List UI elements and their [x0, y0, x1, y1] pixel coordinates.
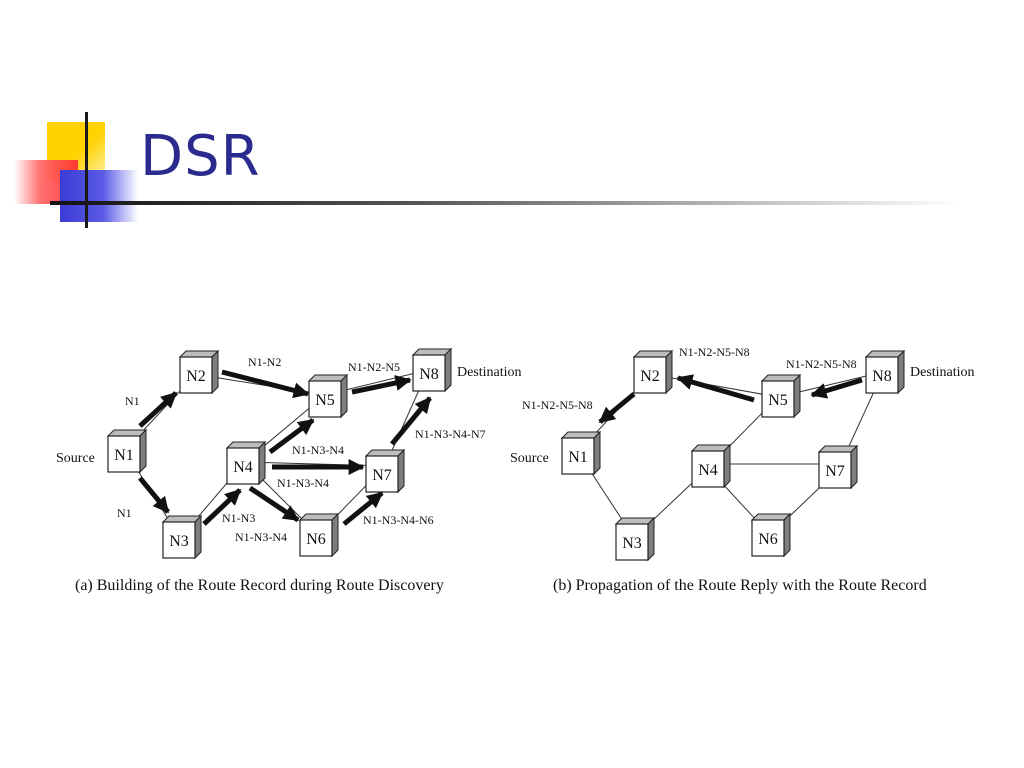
arrow-n2-n5 — [221, 369, 310, 399]
node-a-n3-label: N3 — [169, 533, 189, 550]
arrow-n6-n7 — [342, 491, 384, 526]
node-a-n6-label: N6 — [306, 531, 326, 548]
edge-label-a-n4-n7: N1-N3-N4 — [277, 476, 329, 490]
node-a-n5-label: N5 — [315, 392, 335, 409]
edge-label-b-n8-n5: N1-N2-N5-N8 — [786, 357, 857, 371]
node-b-n2: N2 — [632, 349, 674, 395]
arrow-n5-n8 — [351, 375, 412, 395]
node-a-n2-label: N2 — [186, 368, 206, 385]
node-b-n6: N6 — [750, 512, 792, 558]
node-a-n1: N1 — [106, 428, 148, 474]
edge-label-a-n5-n8: N1-N2-N5 — [348, 360, 400, 374]
arrow-b-n8-n5 — [810, 377, 863, 399]
node-b-n5-label: N5 — [768, 392, 788, 409]
arrow-b-n5-n2 — [676, 374, 755, 403]
diagram-b: N1 N2 N3 N4 — [510, 345, 975, 594]
diagram-b-labels: Source Destination N1-N2-N5-N8 N1-N2-N5-… — [510, 345, 975, 466]
node-a-n8-label: N8 — [419, 366, 439, 383]
node-a-n8: N8 — [411, 347, 453, 393]
slide-title: DSR — [140, 124, 261, 189]
arrow-n3-n4 — [202, 488, 242, 526]
diagram-a-labels: Source Destination N1 N1 N1-N2 N1-N2-N5 … — [56, 355, 522, 544]
node-a-n7-label: N7 — [372, 467, 392, 484]
diagram-a-nodes: N1 N2 N3 N4 — [106, 347, 453, 560]
arrow-n4-n6 — [248, 485, 300, 523]
node-a-n6: N6 — [298, 512, 340, 558]
node-a-n5: N5 — [307, 373, 349, 419]
diagram-b-nodes: N1 N2 N3 N4 — [560, 349, 906, 562]
edge-label-b-n2-n1: N1-N2-N5-N8 — [522, 398, 593, 412]
node-b-n2-label: N2 — [640, 368, 660, 385]
edge-label-a-n4-n5: N1-N3-N4 — [292, 443, 344, 457]
node-b-n7: N7 — [817, 444, 859, 490]
title-decoration-vertical-line — [85, 112, 88, 228]
node-b-n4-label: N4 — [698, 462, 718, 479]
edge-label-a-n4-n6: N1-N3-N4 — [235, 530, 287, 544]
node-b-n8: N8 — [864, 349, 906, 395]
caption-b: (b) Propagation of the Route Reply with … — [553, 577, 927, 594]
arrow-n4-n5 — [268, 417, 315, 455]
node-a-n4-label: N4 — [233, 459, 253, 476]
edge-label-a-n1-n3: N1 — [117, 506, 132, 520]
node-b-n8-label: N8 — [872, 368, 892, 385]
caption-a: (a) Building of the Route Record during … — [75, 577, 444, 594]
source-label-b: Source — [510, 451, 549, 466]
node-a-n7: N7 — [364, 448, 406, 494]
diagram-a: N1 N2 N3 N4 — [56, 347, 522, 594]
node-b-n3: N3 — [614, 516, 656, 562]
arrow-n7-n8 — [390, 396, 432, 446]
edge-label-a-n3-n4: N1-N3 — [222, 511, 255, 525]
title-underline — [50, 201, 964, 205]
diagram-b-arrows — [598, 374, 863, 424]
node-a-n3: N3 — [161, 514, 203, 560]
edge-label-a-n6-n7: N1-N3-N4-N6 — [363, 513, 434, 527]
node-b-n6-label: N6 — [758, 531, 778, 548]
destination-label-a: Destination — [457, 365, 522, 380]
node-a-n1-label: N1 — [114, 447, 134, 464]
node-b-n4: N4 — [690, 443, 732, 489]
node-b-n3-label: N3 — [622, 535, 642, 552]
title-decoration-blue-square — [60, 170, 138, 222]
node-a-n4: N4 — [225, 440, 267, 486]
node-b-n7-label: N7 — [825, 463, 845, 480]
edge-label-b-n5-n2: N1-N2-N5-N8 — [679, 345, 750, 359]
source-label-a: Source — [56, 451, 95, 466]
arrow-n1-n2 — [138, 391, 178, 428]
node-b-n1-label: N1 — [568, 449, 588, 466]
destination-label-b: Destination — [910, 365, 975, 380]
node-a-n2: N2 — [178, 349, 220, 395]
arrow-b-n2-n1 — [598, 392, 636, 424]
arrow-n1-n3 — [138, 476, 170, 514]
node-b-n1: N1 — [560, 430, 602, 476]
link-b-n2-n5 — [654, 374, 779, 398]
edge-label-a-n1-n2: N1 — [125, 394, 140, 408]
edge-label-a-n2-n5: N1-N2 — [248, 355, 281, 369]
edge-label-a-n7-n8: N1-N3-N4-N7 — [415, 427, 486, 441]
node-b-n5: N5 — [760, 373, 802, 419]
diagram-a-arrows — [138, 369, 432, 526]
